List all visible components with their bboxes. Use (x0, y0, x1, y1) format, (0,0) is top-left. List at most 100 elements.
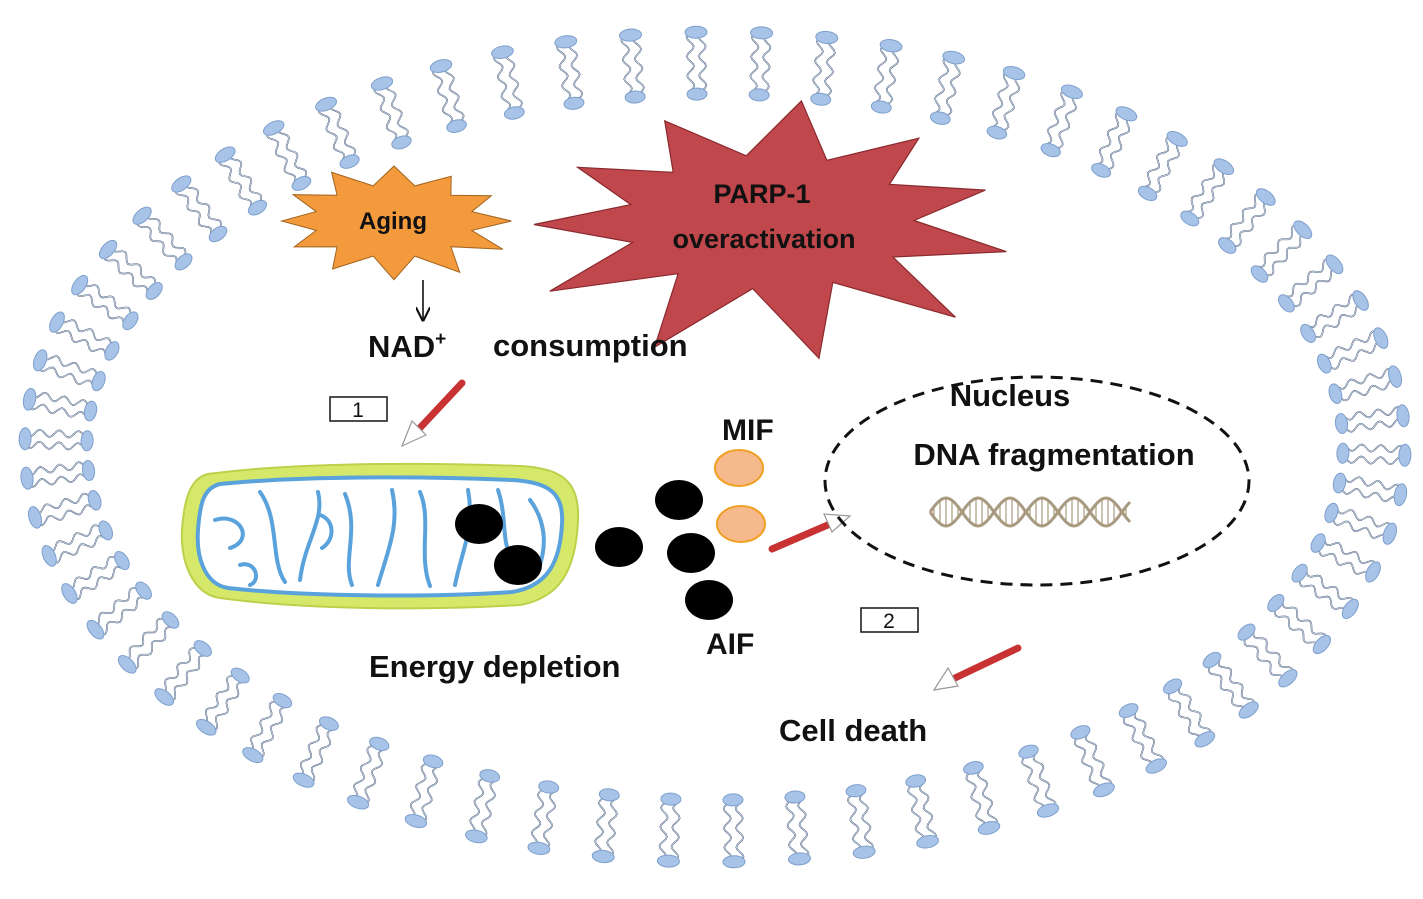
lipid (263, 120, 312, 191)
lipid (18, 427, 94, 452)
lipid (986, 65, 1026, 140)
lipid (1324, 502, 1398, 545)
lipid (1070, 725, 1115, 798)
lipid (32, 349, 106, 392)
lipid (315, 96, 360, 169)
lipid (171, 175, 228, 243)
lipid (1237, 623, 1298, 688)
dna-double-helix-icon (928, 496, 1132, 528)
nad-superscript: + (435, 329, 446, 350)
cell-membrane (18, 25, 1412, 869)
lipid (656, 792, 682, 868)
lipid (1018, 744, 1060, 818)
lipid (41, 520, 114, 567)
lipid (1267, 594, 1332, 655)
lipid (722, 793, 746, 869)
lipid (1336, 442, 1412, 467)
lipid (71, 274, 139, 331)
lipid (464, 769, 501, 844)
nad-label: NAD (368, 329, 435, 364)
lipid (1291, 563, 1359, 620)
aif-particles (455, 480, 733, 620)
lipid (1332, 472, 1408, 507)
step-1-label: 1 (352, 399, 364, 422)
parp1-label-line2: overactivation (672, 224, 855, 254)
lipid (905, 774, 939, 849)
lipid (1040, 84, 1083, 158)
lipid (1316, 327, 1389, 374)
lipid (845, 784, 876, 859)
lipid (20, 460, 96, 490)
lipid (98, 239, 163, 300)
nad-text: NAD+ (368, 329, 446, 364)
mif-particles (714, 449, 766, 543)
mif-label: MIF (722, 414, 774, 447)
consumption-label: consumption (493, 328, 688, 363)
lipid (22, 387, 98, 422)
aif-particle (494, 545, 542, 585)
lipid (214, 146, 268, 216)
lipid (1118, 703, 1167, 774)
lipid (195, 667, 250, 736)
lipid (810, 30, 839, 106)
lipid (684, 25, 708, 101)
lipid (491, 45, 525, 120)
lipid (404, 754, 444, 829)
parp1-label-line1: PARP-1 (713, 179, 810, 209)
step-2-box: 2 (860, 607, 919, 633)
lipid (429, 59, 467, 133)
aif-label: AIF (706, 628, 754, 661)
lipid (86, 581, 152, 640)
lipid (154, 640, 212, 706)
red-arrow-2 (932, 644, 1022, 691)
lipid (527, 780, 560, 855)
step-2-label: 2 (883, 610, 895, 633)
lipid (748, 26, 774, 102)
lipid (347, 736, 390, 810)
aif-particle (655, 480, 703, 520)
aif-particle (455, 504, 503, 544)
nucleus: Nucleus DNA fragmentation (823, 375, 1251, 587)
lipid (1328, 365, 1403, 404)
lipid (619, 28, 646, 104)
energy-depletion-label: Energy depletion (369, 649, 620, 684)
lipid (1137, 130, 1188, 202)
lipid (370, 76, 412, 150)
lipid (1162, 678, 1216, 748)
lipid (1202, 651, 1259, 719)
aif-particle (685, 580, 733, 620)
nucleus-envelope (823, 375, 1251, 587)
step-1-box: 1 (329, 396, 388, 422)
lipid (1310, 533, 1381, 583)
lipid (1180, 158, 1235, 227)
lipid (1218, 188, 1276, 254)
lipid (554, 35, 585, 110)
red-arrow-1 (400, 379, 466, 448)
lipid (1278, 254, 1344, 313)
mif-particle (714, 449, 764, 487)
aging-label: Aging (359, 208, 427, 235)
mif-particle (716, 505, 766, 543)
lipid (1334, 404, 1410, 434)
lipid (591, 788, 620, 864)
lipid (242, 692, 293, 764)
lipid (117, 611, 180, 674)
lipid (929, 50, 966, 125)
parp1-star-shape (533, 99, 1007, 360)
parp1-starburst: PARP-1 overactivation (533, 99, 1007, 360)
aif-particle (595, 527, 643, 567)
lipid (963, 761, 1001, 835)
aif-particle (667, 533, 715, 573)
aging-star-shape (279, 165, 512, 281)
lipid (292, 716, 339, 788)
lipid (132, 206, 193, 271)
lipid (784, 790, 811, 866)
lipid (1300, 290, 1369, 343)
lipid (1091, 106, 1138, 178)
dna-fragmentation-label: DNA fragmentation (913, 437, 1194, 472)
cell-death-label: Cell death (779, 713, 927, 748)
lipid (1250, 220, 1313, 283)
lipid (27, 490, 102, 529)
